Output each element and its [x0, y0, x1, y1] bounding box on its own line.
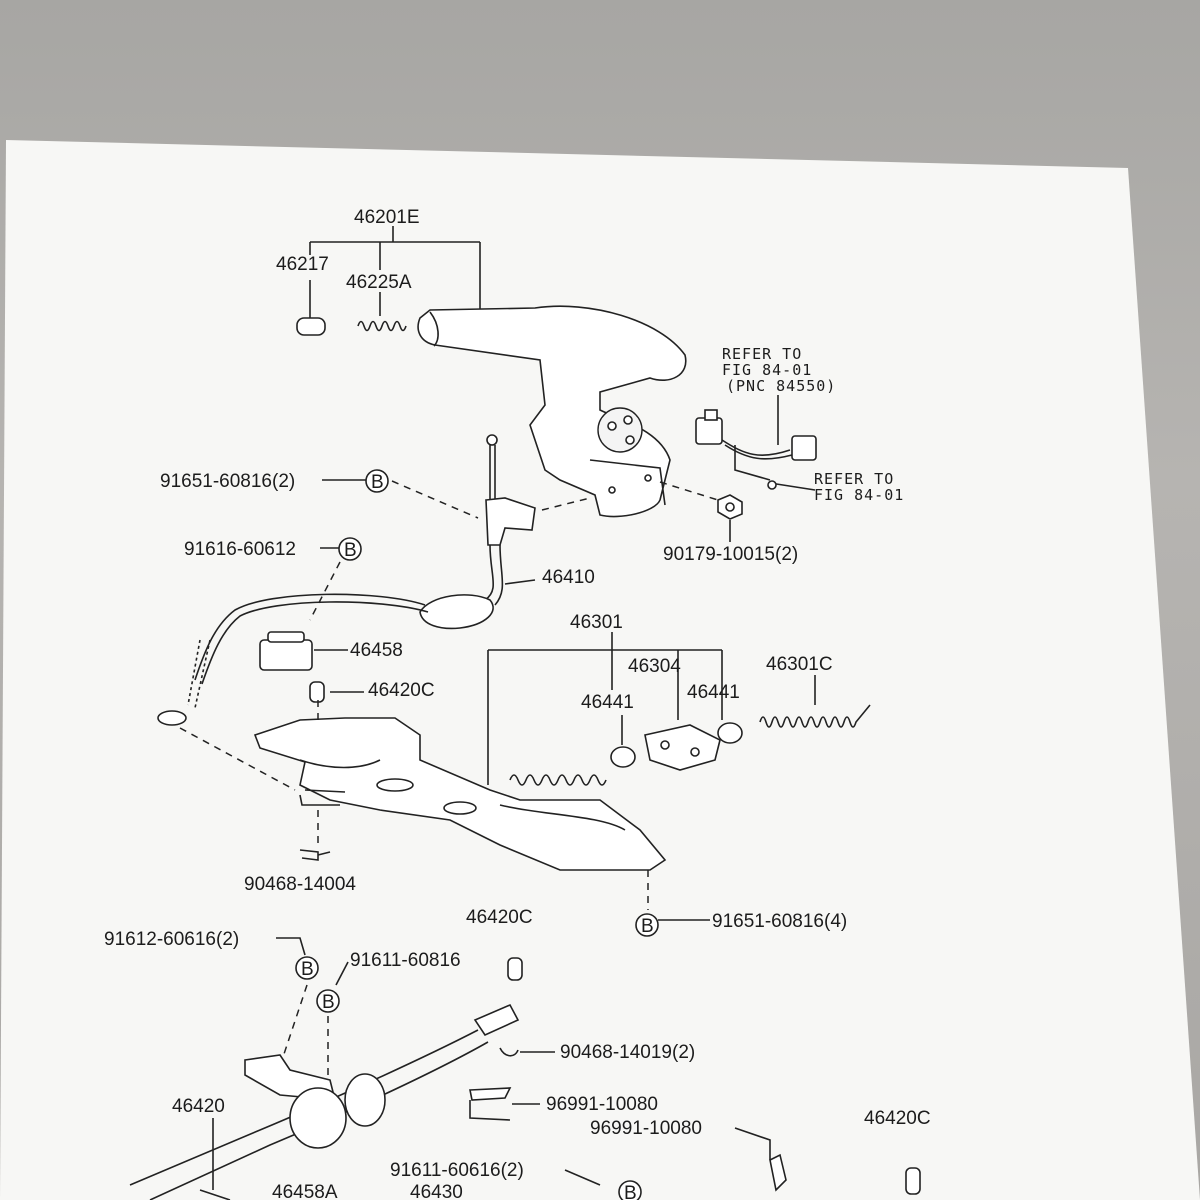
cable-46420	[129, 957, 921, 1200]
label-fig-84-01-2: FIG 84-01	[814, 486, 904, 504]
label-refer-to-1: REFER TO	[722, 345, 802, 363]
label-46441-right: 46441	[687, 682, 740, 703]
bolt-marker-label: B	[624, 1183, 637, 1200]
label-46430: 46430	[410, 1182, 463, 1200]
bolt-marker-icon	[338, 537, 362, 561]
label-46458: 46458	[350, 640, 403, 661]
label-96991-10080-b: 96991-10080	[590, 1118, 702, 1139]
label-91611-60816: 91611-60816	[350, 950, 461, 971]
bolt-marker-label: B	[301, 959, 314, 980]
bolt-marker-label: B	[371, 472, 384, 493]
lever-assembly	[296, 226, 687, 518]
ratchet-46301	[487, 632, 871, 786]
label-46225A: 46225A	[346, 272, 412, 293]
label-fig-84-01-1: FIG 84-01	[722, 361, 812, 379]
label-46420C-lower: 46420C	[864, 1108, 931, 1129]
bolt-marker-icon	[618, 1180, 642, 1200]
pin-46420C-upper	[309, 681, 364, 703]
clip-90468-14004	[299, 849, 331, 861]
label-90468-14019: 90468-14019(2)	[560, 1042, 695, 1063]
label-46420: 46420	[172, 1096, 225, 1117]
grommet-46458	[259, 631, 348, 671]
label-46201E: 46201E	[354, 207, 420, 228]
label-96991-10080-a: 96991-10080	[546, 1094, 658, 1115]
bolt-marker-icon	[295, 956, 319, 980]
bolt-marker-label: B	[344, 540, 357, 561]
assembly-guides	[179, 480, 719, 1080]
label-46420C-upper: 46420C	[368, 680, 435, 701]
label-46441-left: 46441	[581, 692, 634, 713]
bolt-marker-icon	[316, 989, 340, 1013]
paper-sheet	[0, 140, 1200, 1200]
label-90468-14004: 90468-14004	[244, 874, 356, 895]
label-91616-60612: 91616-60612	[184, 539, 296, 560]
cable-46410	[157, 434, 536, 726]
label-90179-10015: 90179-10015(2)	[663, 544, 798, 565]
label-46301: 46301	[570, 612, 623, 633]
parking-brake-switch	[695, 395, 817, 491]
label-46420C-middle: 46420C	[466, 907, 533, 928]
nut-90179	[717, 494, 743, 542]
label-46217: 46217	[276, 254, 329, 275]
label-46458A: 46458A	[272, 1182, 338, 1200]
bolt-marker-label: B	[641, 916, 654, 937]
bolt-markers: B B B B B B	[276, 469, 710, 1200]
part-labels: 46201E 46217 46225A REFER TO FIG 84-01 (…	[104, 207, 931, 1200]
label-91612-60616: 91612-60616(2)	[104, 929, 239, 950]
label-46304: 46304	[628, 656, 681, 677]
label-46410: 46410	[542, 567, 595, 588]
label-91611-60616: 91611-60616(2)	[390, 1160, 524, 1181]
bolt-marker-icon	[635, 913, 659, 937]
bolt-marker-icon	[365, 469, 389, 493]
bolt-marker-label: B	[322, 992, 335, 1013]
label-refer-to-2: REFER TO	[814, 470, 894, 488]
label-46301C: 46301C	[766, 654, 833, 675]
lever-base-bracket	[253, 717, 667, 871]
label-91651-60816-4: 91651-60816(4)	[712, 911, 847, 932]
label-91651-60816-2: 91651-60816(2)	[160, 471, 295, 492]
label-pnc: (PNC 84550)	[726, 377, 836, 395]
